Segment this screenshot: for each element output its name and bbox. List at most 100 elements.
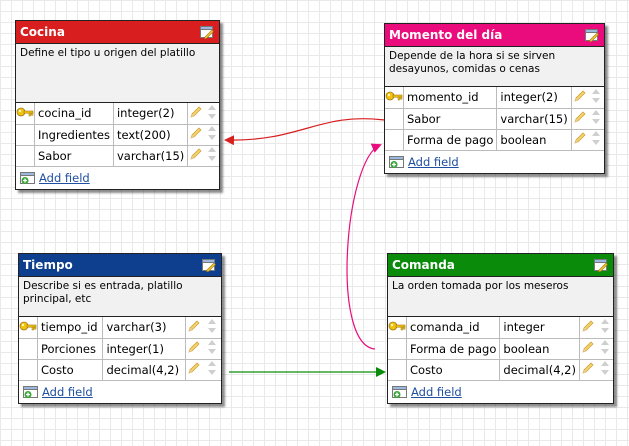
table-header[interactable]: Momento del día — [385, 24, 604, 47]
reorder-arrows-icon[interactable] — [591, 109, 601, 125]
field-type[interactable]: decimal(4,2) — [499, 359, 580, 381]
table-header[interactable]: Tiempo — [19, 254, 221, 277]
key-cell — [388, 359, 407, 381]
table-description: Depende de la hora si se sirven desayuno… — [385, 47, 604, 87]
add-field-link[interactable]: Add field — [39, 170, 90, 185]
table-comanda[interactable]: Comanda La orden tomada por los meseros … — [387, 253, 614, 404]
table-header[interactable]: Comanda — [388, 254, 613, 277]
reorder-arrows-icon[interactable] — [207, 360, 217, 376]
field-type[interactable]: varchar(3) — [102, 317, 186, 339]
pencil-icon[interactable] — [573, 89, 587, 103]
key-cell — [16, 103, 35, 125]
reorder-arrows-icon[interactable] — [600, 339, 610, 355]
edit-field-cell — [571, 87, 589, 109]
field-name[interactable]: tiempo_id — [37, 317, 104, 339]
move-field-cell — [596, 338, 613, 360]
field-type[interactable]: integer — [499, 317, 580, 339]
edit-table-icon[interactable] — [202, 258, 216, 272]
key-cell — [16, 124, 35, 146]
pencil-icon[interactable] — [581, 361, 595, 375]
reorder-arrows-icon[interactable] — [591, 88, 601, 104]
field-type[interactable]: integer(2) — [113, 103, 189, 125]
field-name[interactable]: Sabor — [403, 108, 498, 130]
field-name[interactable]: Costo — [406, 359, 501, 381]
edit-field-cell — [579, 317, 597, 339]
table-cocina[interactable]: Cocina Define el tipo u origen del plati… — [15, 20, 220, 190]
pencil-icon[interactable] — [581, 319, 595, 333]
add-field-icon[interactable] — [389, 155, 405, 169]
edit-field-cell — [187, 124, 205, 146]
edit-table-icon[interactable] — [200, 25, 214, 39]
field-type[interactable]: text(200) — [113, 124, 189, 146]
field-name[interactable]: cocina_id — [34, 103, 114, 125]
field-name[interactable]: Ingredientes — [34, 124, 114, 146]
reorder-arrows-icon[interactable] — [207, 104, 217, 120]
reorder-arrows-icon[interactable] — [207, 318, 217, 334]
key-cell — [388, 317, 407, 339]
reorder-arrows-icon[interactable] — [591, 130, 601, 146]
field-name[interactable]: comanda_id — [406, 317, 501, 339]
move-field-cell — [203, 338, 221, 360]
field-type[interactable]: boolean — [499, 338, 580, 360]
reorder-arrows-icon[interactable] — [207, 125, 217, 141]
field-type[interactable]: integer(1) — [102, 338, 186, 360]
add-field-row: Add field — [388, 381, 613, 403]
move-field-cell — [588, 108, 604, 130]
add-field-link[interactable]: Add field — [42, 384, 93, 399]
move-field-cell — [203, 317, 221, 339]
relation-comanda-momento[interactable] — [346, 143, 382, 350]
reorder-arrows-icon[interactable] — [207, 339, 217, 355]
field-type[interactable]: varchar(15) — [496, 108, 572, 130]
add-field-link[interactable]: Add field — [408, 154, 459, 169]
reorder-arrows-icon[interactable] — [600, 360, 610, 376]
add-field-link[interactable]: Add field — [411, 384, 462, 399]
pencil-icon[interactable] — [573, 110, 587, 124]
relation-momento-cocina[interactable] — [224, 118, 385, 146]
pencil-icon[interactable] — [581, 340, 595, 354]
table-momento-del-dia[interactable]: Momento del día Depende de la hora si se… — [384, 23, 605, 174]
field-type[interactable]: integer(2) — [496, 87, 572, 109]
reorder-arrows-icon[interactable] — [207, 146, 217, 162]
add-field-icon[interactable] — [23, 385, 39, 399]
pencil-icon[interactable] — [189, 105, 203, 119]
field-type[interactable]: varchar(15) — [113, 145, 189, 167]
field-name[interactable]: momento_id — [403, 87, 498, 109]
pencil-icon[interactable] — [189, 126, 203, 140]
key-cell — [19, 359, 38, 381]
add-field-icon[interactable] — [392, 385, 408, 399]
field-name[interactable]: Porciones — [37, 338, 104, 360]
edit-field-cell — [579, 338, 597, 360]
field-name[interactable]: Sabor — [34, 145, 114, 167]
field-name[interactable]: Costo — [37, 359, 104, 381]
pencil-icon[interactable] — [187, 340, 201, 354]
table-title: Momento del día — [389, 28, 503, 42]
pencil-icon[interactable] — [573, 131, 587, 145]
pencil-icon[interactable] — [187, 361, 201, 375]
field-name[interactable]: Forma de pago — [406, 338, 501, 360]
move-field-cell — [588, 129, 604, 151]
field-type[interactable]: boolean — [496, 129, 572, 151]
edit-table-icon[interactable] — [594, 258, 608, 272]
pencil-icon[interactable] — [189, 147, 203, 161]
pencil-icon[interactable] — [187, 319, 201, 333]
reorder-arrows-icon[interactable] — [600, 318, 610, 334]
primary-key-icon — [16, 105, 34, 119]
table-header[interactable]: Cocina — [16, 21, 219, 44]
edit-table-icon[interactable] — [585, 28, 599, 42]
table-tiempo[interactable]: Tiempo Describe si es entrada, platillo … — [18, 253, 222, 404]
field-name[interactable]: Forma de pago — [403, 129, 498, 151]
field-type[interactable]: decimal(4,2) — [102, 359, 186, 381]
add-field-icon[interactable] — [20, 171, 36, 185]
